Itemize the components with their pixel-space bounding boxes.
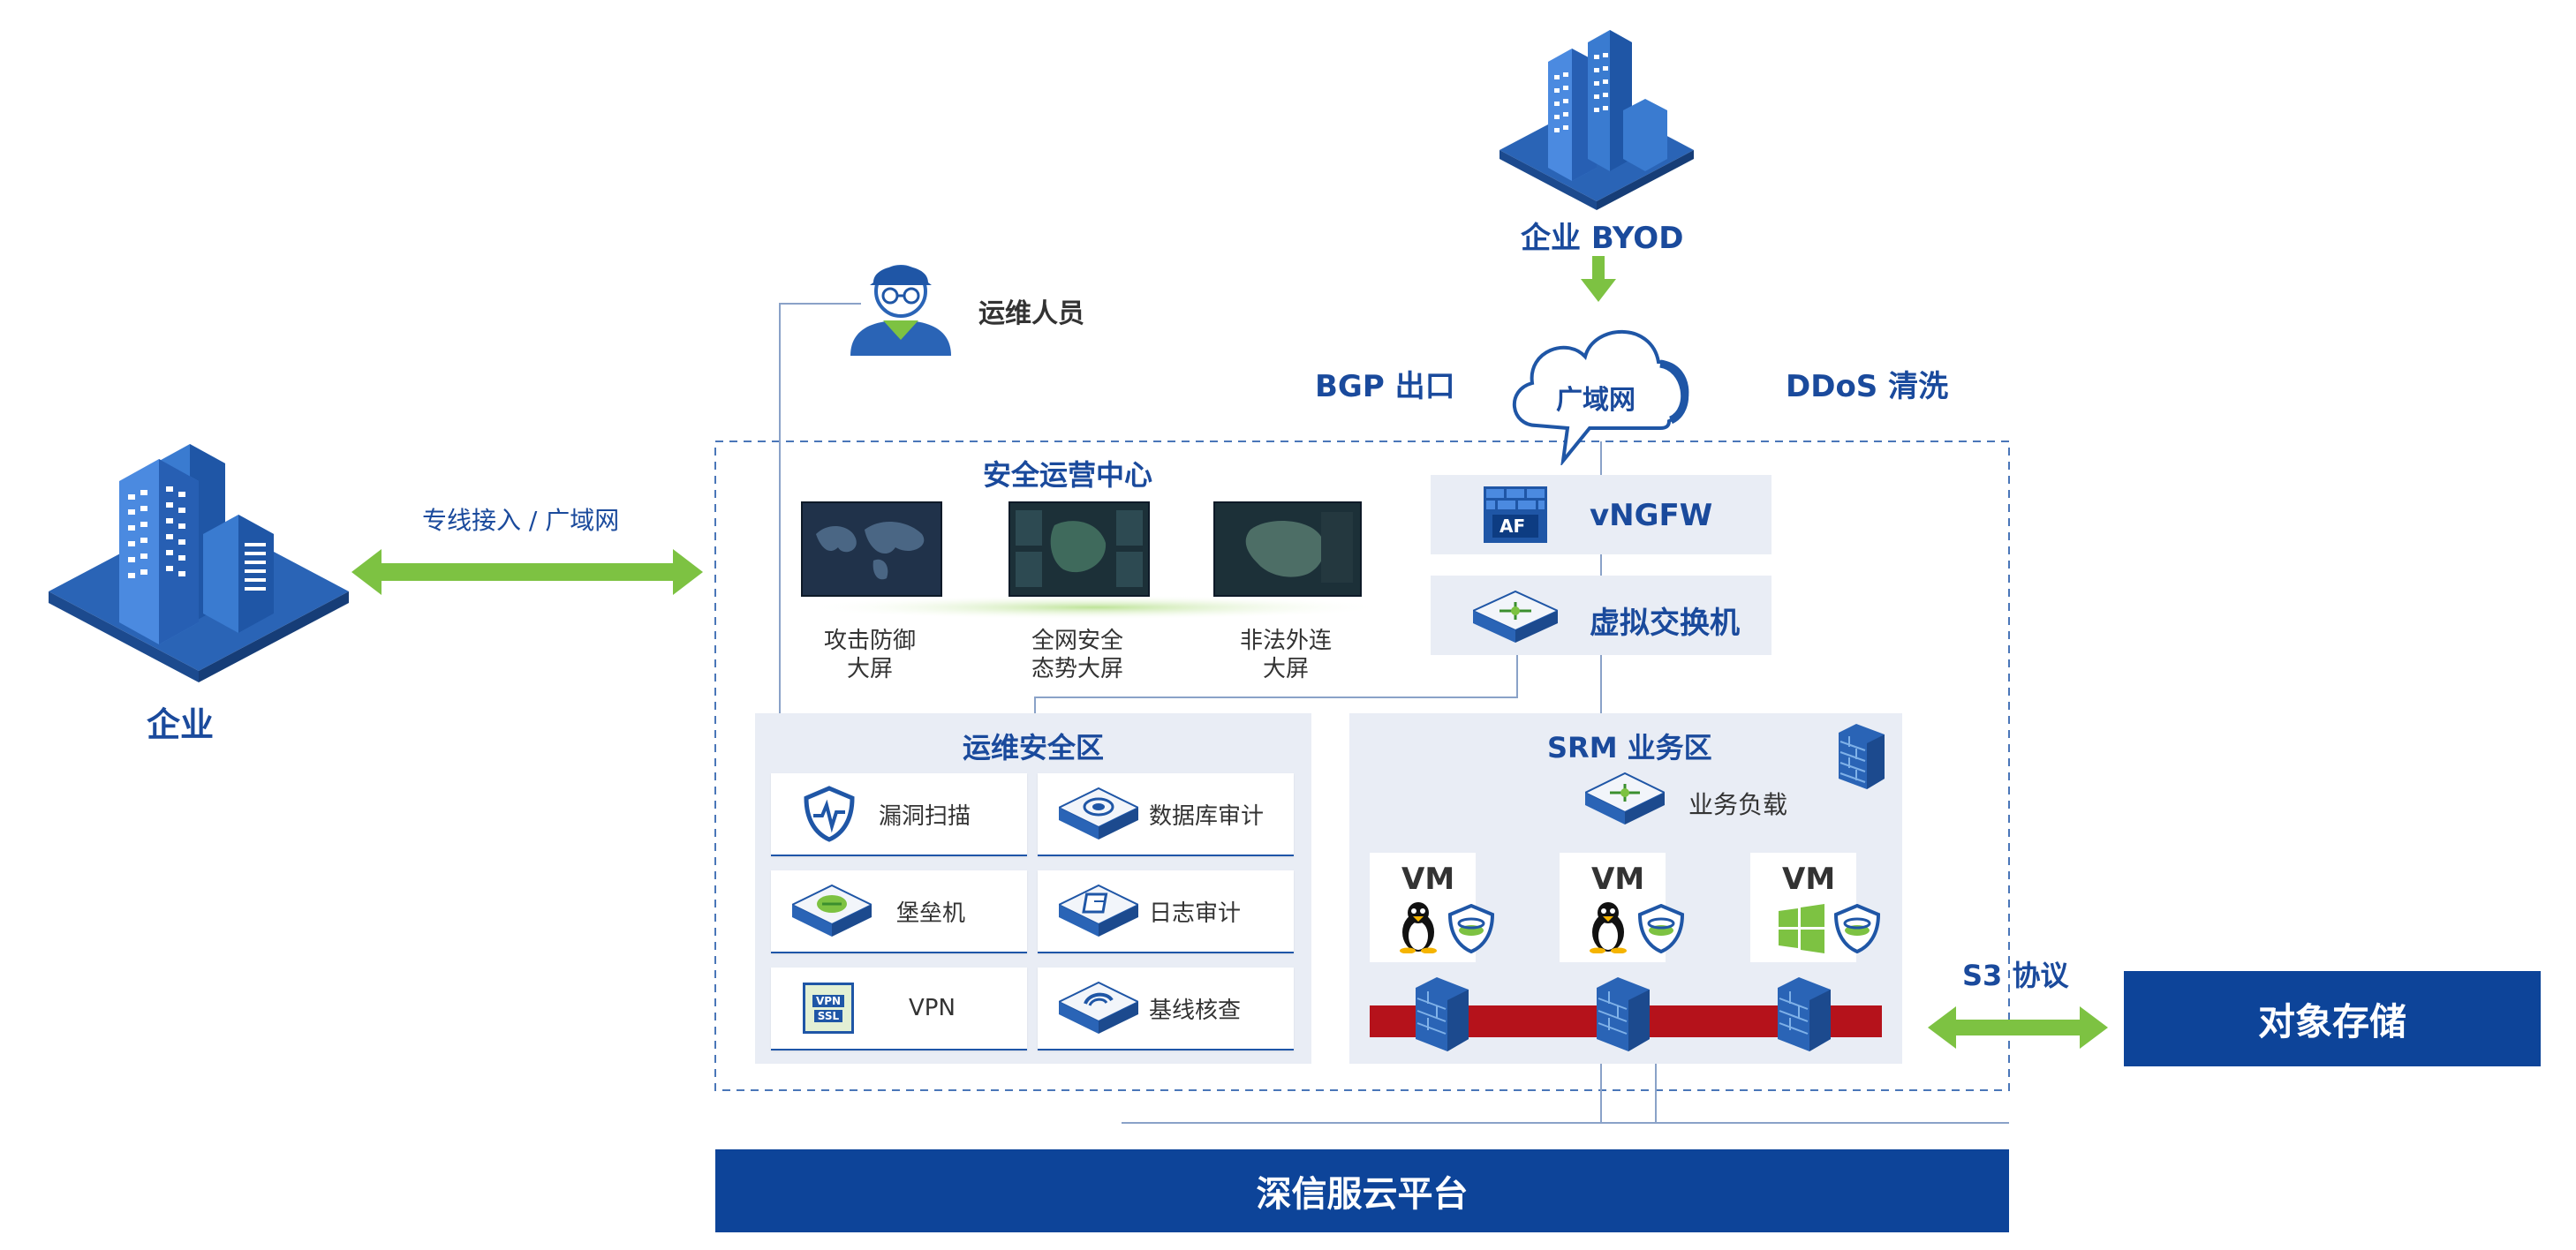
vswitch-ops-line [1034,653,1518,713]
baseline-check-label: 基线核查 [1149,997,1242,1024]
security-shield-icon [1448,904,1494,953]
ops-person-line [779,303,861,713]
load-balancer-label: 业务负载 [1688,790,1788,819]
s3-link-arrow [1928,1006,2108,1049]
ddos-label: DDoS 清洗 [1786,369,1949,404]
database-audit-card[interactable]: 数据库审计 [1038,773,1294,856]
s3-protocol-label: S3 协议 [1962,959,2069,992]
vpn-card[interactable]: VPN SSL VPN [771,968,1027,1050]
vm-label-2: VM [1591,862,1645,897]
windows-logo-icon [1779,904,1824,953]
srm-firewall-icon [1839,724,1885,789]
vpn-badge-top: VPN [812,994,845,1007]
srm-zone-title: SRM 业务区 [1547,731,1712,764]
vpn-badge-bottom: SSL [813,1009,843,1022]
bastion-host-label: 堡垒机 [896,900,966,927]
soc-glow [804,595,1386,620]
linux-penguin-icon [1400,902,1437,953]
vngfw-node[interactable]: AF vNGFW [1431,475,1771,554]
log-audit-icon [1059,884,1138,937]
illegal-connection-screen[interactable] [1213,501,1362,597]
enterprise-label: 企业 [147,705,215,744]
log-audit-label: 日志审计 [1149,900,1242,927]
illegal-connection-label: 非法外连 大屏 [1239,628,1332,682]
ops-zone-title: 运维安全区 [963,731,1105,764]
firewall-af-icon [1484,486,1547,543]
bgp-label: BGP 出口 [1315,369,1455,404]
attack-defense-screen[interactable] [801,501,942,597]
wan-label: 广域网 [1556,385,1635,416]
dedicated-line-label: 专线接入 / 广域网 [422,506,620,535]
vpn-label: VPN [909,995,956,1021]
world-map-icon [803,503,941,595]
dashboard-icon [1010,503,1148,595]
wan-cloud-icon [1512,329,1689,465]
situation-awareness-screen[interactable] [1008,501,1150,597]
cloud-platform-label: 深信服云平台 [1256,1174,1469,1215]
bastion-host-card[interactable]: 堡垒机 [771,870,1027,953]
firewall-icon [1597,977,1650,1051]
attack-defense-label: 攻击防御 大屏 [823,628,916,682]
baseline-check-card[interactable]: 基线核查 [1038,968,1294,1050]
soc-title: 安全运营中心 [983,458,1153,492]
vpn-ssl-icon: VPN SSL [803,983,854,1034]
cloud-platform-bar: 深信服云平台 [715,1149,2009,1232]
vngfw-label: vNGFW [1590,498,1713,533]
security-shield-icon [1638,904,1684,953]
byod-down-arrow [1581,256,1616,302]
firewall-icon [1778,977,1831,1051]
vm-label-3: VM [1782,862,1836,897]
byod-label: 企业 BYOD [1521,221,1684,256]
ops-person-icon [850,265,951,356]
cloud-boundary [714,441,2010,1091]
baseline-check-icon [1059,981,1138,1034]
china-map-icon [1215,503,1360,595]
database-audit-label: 数据库审计 [1149,802,1265,830]
switch-icon [1473,590,1558,643]
situation-awareness-label: 全网安全 态势大屏 [1031,628,1123,682]
virtual-switch-node[interactable]: 虚拟交换机 [1431,576,1771,655]
byod-building-icon [1500,30,1694,210]
bastion-host-icon [792,884,872,937]
vngfw-badge: AF [1500,516,1526,537]
load-balancer-icon [1585,772,1665,825]
enterprise-link-arrow [351,549,703,595]
object-storage-label: 对象存储 [2257,999,2406,1043]
ops-person-label: 运维人员 [978,298,1084,329]
database-audit-icon [1059,787,1138,840]
vm-label-1: VM [1401,862,1455,897]
vulnerability-scan-icon [804,786,855,842]
object-storage-box[interactable]: 对象存储 [2124,971,2541,1066]
linux-penguin-icon [1590,902,1627,953]
virtual-switch-label: 虚拟交换机 [1590,606,1740,641]
vulnerability-scan-card[interactable]: 漏洞扫描 [771,773,1027,856]
enterprise-building-icon [49,444,349,682]
vulnerability-scan-label: 漏洞扫描 [879,802,971,830]
security-shield-icon [1834,904,1880,953]
firewall-icon [1416,977,1469,1051]
log-audit-card[interactable]: 日志审计 [1038,870,1294,953]
